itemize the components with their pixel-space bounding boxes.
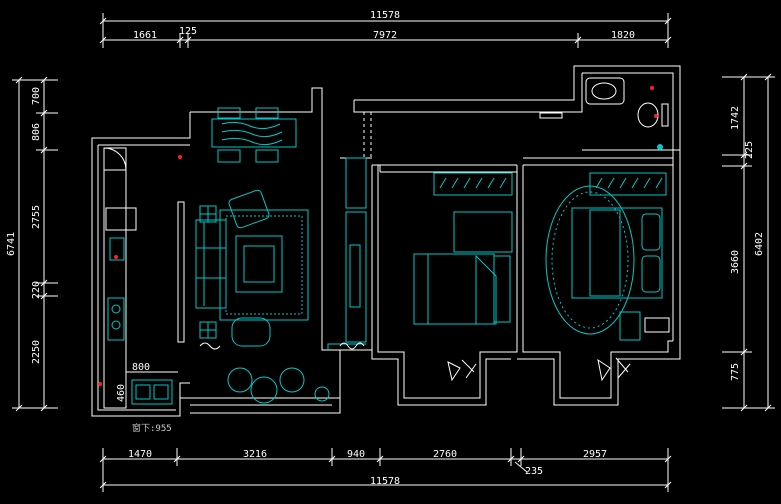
top-dimension-2: 125 <box>179 26 197 37</box>
bottom-dimension-2: 3216 <box>243 449 267 460</box>
armchair-bottom <box>231 317 271 347</box>
top-dimension-1: 1661 <box>133 30 157 41</box>
kitchen <box>98 147 182 409</box>
left-dimension-5: 2250 <box>31 340 42 364</box>
exterior-walls <box>91 65 681 417</box>
right-dimension-4: 775 <box>730 363 741 381</box>
bottom-total-dimension: 11578 <box>370 476 400 487</box>
wardrobe-1 <box>433 172 513 196</box>
armchair-top <box>228 189 270 229</box>
bottom-dimension-4: 2760 <box>433 449 457 460</box>
kitchen-depth-dimension: 460 <box>116 384 127 402</box>
bottom-dimension-1: 1470 <box>128 449 152 460</box>
stove-burner <box>109 237 125 261</box>
bathroom <box>539 77 669 150</box>
right-dimension-1: 1742 <box>730 106 741 130</box>
left-total-dimension: 6741 <box>6 232 17 256</box>
nightstand-chair <box>619 311 641 341</box>
round-bed-rug <box>545 185 635 335</box>
master-bed <box>571 207 663 299</box>
right-dimension-2: 225 <box>744 141 755 159</box>
window-sill-note: 窗下:955 <box>132 422 172 434</box>
fridge <box>105 207 137 231</box>
bottom-dimension-5: 2957 <box>583 449 607 460</box>
left-dimension-lines <box>12 76 58 412</box>
left-dimension-2: 806 <box>31 123 42 141</box>
living-room-furniture <box>177 157 367 350</box>
kitchen-width-dimension: 800 <box>132 362 150 373</box>
top-total-dimension: 11578 <box>370 10 400 21</box>
bottom-dimension-extra: 235 <box>525 466 543 477</box>
area-rug <box>219 209 309 321</box>
sofa <box>195 219 227 309</box>
top-dimension-lines <box>99 13 672 48</box>
left-dimension-3: 2755 <box>31 205 42 229</box>
tv-cabinet <box>345 211 367 343</box>
toilet <box>637 102 659 128</box>
bottom-dimension-3: 940 <box>347 449 365 460</box>
bottom-dimension-lines <box>99 448 672 492</box>
left-dimension-4: 220 <box>31 281 42 299</box>
coffee-table <box>235 235 283 293</box>
left-dimension-1: 700 <box>31 87 42 105</box>
dining-table <box>211 107 297 163</box>
bathroom-sink <box>585 77 625 105</box>
right-dimension-3: 3660 <box>730 250 741 274</box>
wardrobe-2 <box>589 172 667 196</box>
right-total-dimension: 6402 <box>754 232 765 256</box>
bedroom-2 <box>545 172 670 382</box>
top-dimension-3: 7972 <box>373 30 397 41</box>
right-dimension-lines <box>722 73 775 412</box>
balcony-table-set <box>227 367 330 404</box>
kitchen-sink <box>131 379 173 405</box>
top-dimension-4: 1820 <box>611 30 635 41</box>
bed-1 <box>413 253 495 325</box>
cooktop <box>107 297 125 341</box>
bedroom-1 <box>413 172 513 382</box>
desk <box>453 211 513 253</box>
